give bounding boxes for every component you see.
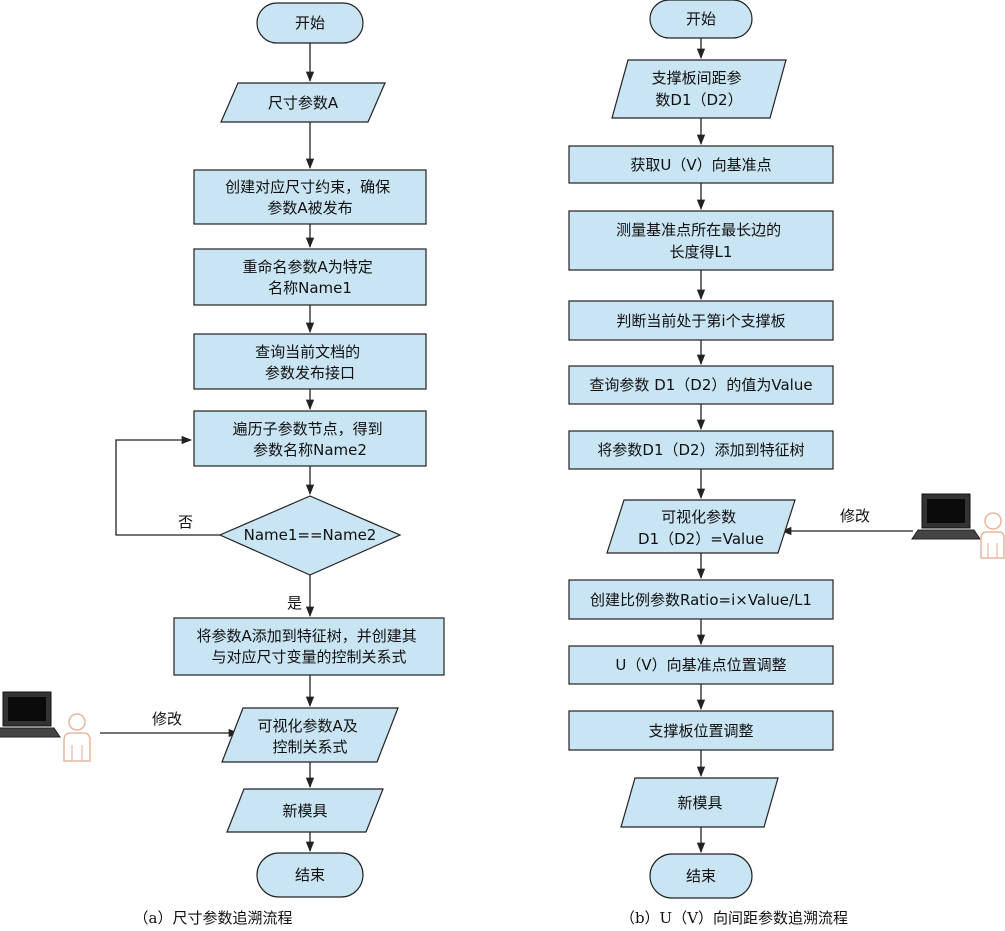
right-visual-node — [606, 499, 796, 554]
right-caption: （b）U（V）向间距参数追溯流程 — [620, 909, 848, 927]
right-measure-label: 测量基准点所在最长边的 长度得L1 — [616, 221, 786, 261]
left-flowchart: 开始 尺寸参数A 创建对应尺寸约束，确保 参数A被发布 重命名参数A为特定 名称… — [0, 2, 445, 927]
left-query-label: 查询当前文档的 参数发布接口 — [255, 343, 365, 382]
left-traverse-label: 遍历子参数节点，得到 参数名称Name2 — [233, 420, 388, 459]
right-adjust-ref-label: U（V）向基准点位置调整 — [615, 656, 786, 674]
right-input-label: 支撑板间距参 数D1（D2） — [652, 69, 747, 109]
right-input-node — [611, 59, 787, 119]
right-ratio-label: 创建比例参数Ratio=i×Value/L1 — [590, 591, 812, 609]
left-decision-node — [218, 495, 402, 576]
right-judge-label: 判断当前处于第i个支撑板 — [616, 312, 785, 330]
computer-icon — [911, 493, 981, 540]
right-start-node — [649, 0, 753, 39]
right-query-label: 查询参数 D1（D2）的值为Value — [589, 376, 812, 394]
left-visual-label: 可视化参数A及 控制关系式 — [257, 717, 362, 756]
left-query-node — [193, 333, 427, 390]
right-add-label: 将参数D1（D2）添加到特征树 — [597, 441, 804, 459]
right-ratio-node — [568, 579, 834, 620]
left-add-node — [173, 617, 445, 676]
right-adjust-ref-node — [568, 645, 834, 685]
user-icon — [980, 512, 1005, 559]
left-caption: （a）尺寸参数追溯流程 — [134, 909, 293, 927]
right-adjust-plate-node — [568, 710, 834, 751]
label-yes: 是 — [287, 594, 302, 612]
left-start-node — [256, 2, 364, 44]
left-modify-label: 修改 — [152, 710, 182, 728]
left-input-node — [220, 82, 386, 123]
right-new-mold-label: 新模具 — [677, 794, 722, 812]
left-end-label: 结束 — [295, 866, 325, 884]
left-add-label: 将参数A添加到特征树，并创建其 与对应尺寸变量的控制关系式 — [196, 627, 421, 666]
right-new-mold-node — [620, 777, 779, 828]
left-rename-node — [193, 248, 427, 306]
left-input-label: 尺寸参数A — [268, 94, 339, 112]
left-start-label: 开始 — [295, 14, 325, 32]
right-measure-node — [568, 210, 834, 271]
user-icon — [63, 713, 91, 762]
left-traverse-node — [193, 410, 427, 467]
left-create-node — [193, 169, 427, 225]
computer-icon — [0, 691, 61, 738]
right-query-node — [568, 365, 834, 405]
left-visual-node — [221, 707, 399, 763]
right-modify-label: 修改 — [840, 507, 870, 525]
right-start-label: 开始 — [686, 10, 716, 28]
left-new-mold-label: 新模具 — [282, 802, 327, 820]
edge-loop-no — [115, 435, 220, 536]
right-add-node — [568, 430, 834, 470]
left-create-label: 创建对应尺寸约束，确保 参数A被发布 — [225, 178, 395, 217]
left-rename-label: 重命名参数A为特定 名称Name1 — [242, 258, 377, 297]
left-new-mold-node — [226, 788, 384, 833]
right-ref-label: 获取U（V）向基准点 — [630, 156, 771, 174]
right-flowchart: 开始 支撑板间距参 数D1（D2） 获取U（V）向基准点 测量基准点所在最长边的… — [568, 0, 1005, 927]
left-decision-label: Name1==Name2 — [244, 526, 377, 544]
right-judge-node — [568, 300, 834, 341]
label-no: 否 — [178, 513, 193, 531]
right-ref-node — [568, 145, 834, 184]
left-end-node — [256, 852, 364, 898]
right-end-label: 结束 — [686, 867, 716, 885]
right-visual-label: 可视化参数 D1（D2）=Value — [638, 508, 764, 548]
right-adjust-plate-label: 支撑板位置调整 — [648, 722, 753, 740]
right-end-node — [649, 853, 753, 899]
